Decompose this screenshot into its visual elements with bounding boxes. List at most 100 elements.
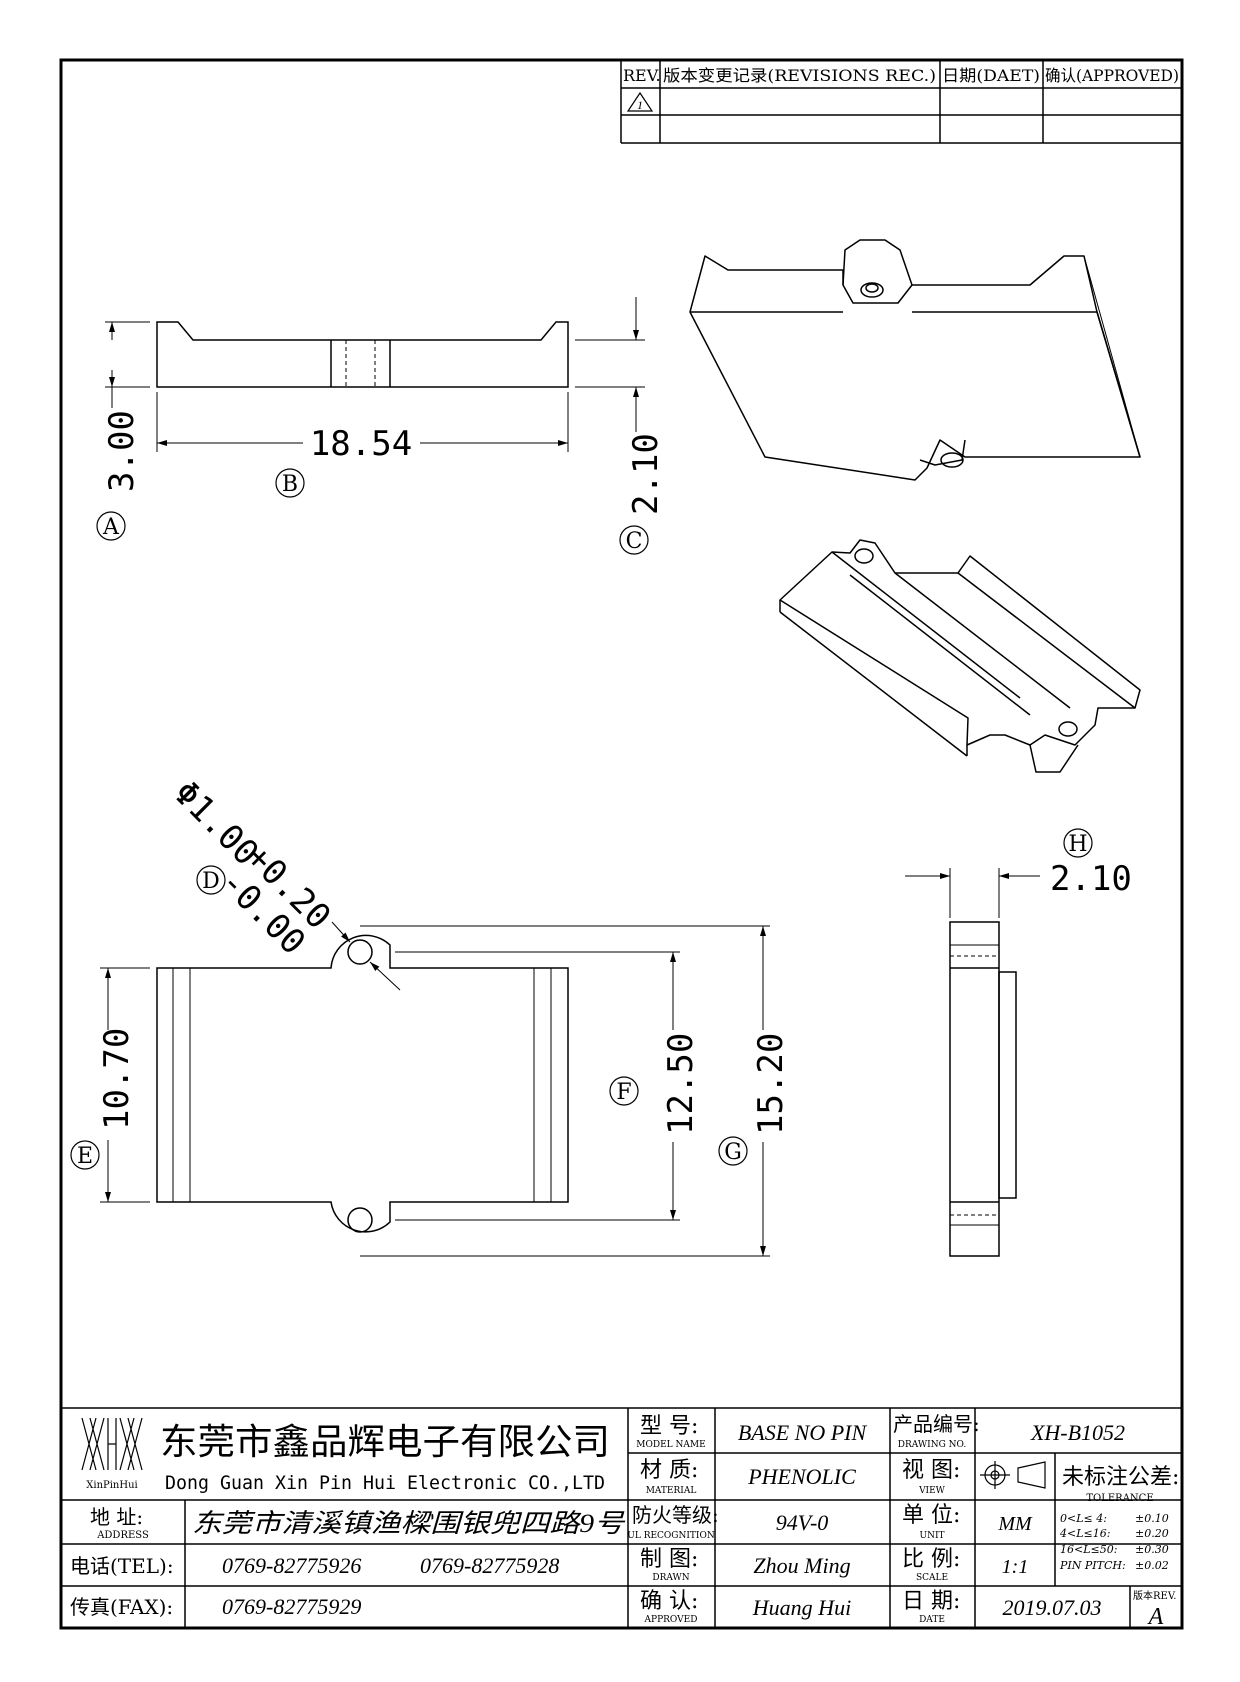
svg-text:F: F bbox=[616, 1080, 631, 1105]
svg-text:16<L≤50:: 16<L≤50: bbox=[1060, 1543, 1117, 1556]
unit-label-en: UNIT bbox=[919, 1531, 944, 1541]
approved-label-en: APPROVED bbox=[644, 1615, 698, 1625]
bottom-hole bbox=[347, 1207, 373, 1233]
dim-e-lines bbox=[100, 967, 150, 1203]
dim-f-value: 12.50 bbox=[661, 1033, 701, 1135]
isometric-view-top bbox=[689, 239, 1141, 481]
svg-text:PIN PITCH:: PIN PITCH: bbox=[1059, 1559, 1126, 1572]
drawn-value: Zhou Ming bbox=[753, 1553, 850, 1578]
date-label-en: DATE bbox=[919, 1615, 945, 1625]
address-label-en: ADDRESS bbox=[96, 1530, 149, 1541]
drawn-label-en: DRAWN bbox=[652, 1573, 689, 1583]
approved-value: Huang Hui bbox=[752, 1595, 851, 1620]
dim-c-balloon: C bbox=[619, 525, 649, 555]
dim-g-balloon: G bbox=[718, 1136, 748, 1166]
dim-e-balloon: E bbox=[70, 1140, 100, 1170]
company-name-en: Dong Guan Xin Pin Hui Electronic CO.,LTD bbox=[165, 1472, 605, 1494]
dim-c-value: 2.10 bbox=[626, 433, 666, 515]
svg-text:0<L≤ 4:: 0<L≤ 4: bbox=[1060, 1512, 1107, 1525]
fax-value: 0769-82775929 bbox=[222, 1594, 361, 1619]
svg-text:±0.02: ±0.02 bbox=[1135, 1559, 1169, 1572]
dim-f-balloon: F bbox=[609, 1076, 639, 1106]
dim-e-value: 10.70 bbox=[97, 1028, 137, 1130]
unit-value: MM bbox=[997, 1513, 1033, 1535]
material-label-en: MATERIAL bbox=[646, 1486, 697, 1496]
revisions-header: 版本变更记录(REVISIONS REC.) bbox=[663, 66, 936, 85]
dim-b-value: 18.54 bbox=[310, 424, 412, 464]
dim-b-balloon: B bbox=[275, 468, 305, 498]
dim-c-lines bbox=[575, 297, 645, 432]
dim-d-balloon: D bbox=[196, 865, 226, 895]
ul-label: 防火等级: bbox=[632, 1503, 719, 1527]
svg-text:1: 1 bbox=[637, 98, 643, 112]
svg-text:4<L≤16:: 4<L≤16: bbox=[1059, 1527, 1110, 1540]
rev-value: A bbox=[1147, 1604, 1164, 1630]
svg-text:±0.10: ±0.10 bbox=[1135, 1512, 1169, 1525]
date-header: 日期(DAET) bbox=[942, 66, 1040, 85]
svg-text:G: G bbox=[724, 1140, 742, 1165]
svg-text:±0.20: ±0.20 bbox=[1135, 1527, 1169, 1540]
scale-label: 比 例: bbox=[902, 1547, 960, 1572]
projection-symbol-icon bbox=[980, 1461, 1046, 1489]
date-label: 日 期: bbox=[902, 1589, 960, 1614]
approved-label: 确 认: bbox=[640, 1589, 698, 1614]
scale-label-en: SCALE bbox=[916, 1573, 948, 1583]
front-view bbox=[156, 321, 569, 388]
model-value: BASE NO PIN bbox=[738, 1420, 868, 1445]
tolerance-title-en: TOLERANCE bbox=[1086, 1493, 1153, 1504]
view-label-en: VIEW bbox=[918, 1486, 946, 1496]
title-block-grid bbox=[61, 1407, 1182, 1628]
drawn-label: 制 图: bbox=[640, 1547, 698, 1572]
tolerance-title: 未标注公差: bbox=[1062, 1465, 1179, 1490]
model-label: 型 号: bbox=[640, 1414, 698, 1439]
isometric-view-bottom bbox=[779, 539, 1141, 773]
dim-h-lines bbox=[905, 868, 1040, 918]
drawing-no-value: XH-B1052 bbox=[1030, 1420, 1125, 1445]
dim-g-lines bbox=[360, 925, 770, 1257]
material-value: PHENOLIC bbox=[747, 1464, 856, 1489]
svg-text:A: A bbox=[102, 515, 120, 540]
rev-label: 版本REV. bbox=[1133, 1589, 1176, 1602]
svg-text:XinPinHui: XinPinHui bbox=[86, 1480, 137, 1491]
svg-text:C: C bbox=[626, 529, 643, 554]
dim-h-balloon: H bbox=[1063, 828, 1093, 858]
tolerance-table: 0<L≤ 4: ±0.10 4<L≤16: ±0.20 16<L≤50: ±0.… bbox=[1059, 1512, 1169, 1572]
dim-d-text: Φ1.00 +0.20 -0.00 bbox=[166, 773, 339, 963]
ul-value: 94V-0 bbox=[776, 1510, 829, 1535]
dim-h-value: 2.10 bbox=[1050, 859, 1132, 899]
scale-value: 1:1 bbox=[1002, 1556, 1029, 1578]
company-name-cn: 东莞市鑫品辉电子有限公司 bbox=[160, 1422, 610, 1463]
dim-d-lines bbox=[331, 921, 401, 991]
dim-a-lines bbox=[105, 321, 150, 408]
address-value: 东莞市清溪镇渔樑围银兜四路9号 bbox=[192, 1509, 626, 1538]
date-value: 2019.07.03 bbox=[1003, 1595, 1102, 1620]
dim-f-lines bbox=[395, 951, 680, 1221]
top-view bbox=[156, 934, 569, 1233]
tel-1: 0769-82775926 bbox=[222, 1553, 361, 1578]
model-label-en: MODEL NAME bbox=[636, 1440, 705, 1450]
revision-table bbox=[620, 60, 1182, 144]
unit-label: 单 位: bbox=[902, 1503, 960, 1528]
dim-g-value: 15.20 bbox=[751, 1033, 791, 1135]
svg-text:B: B bbox=[282, 472, 298, 497]
approved-header: 确认(APPROVED) bbox=[1045, 66, 1179, 85]
svg-text:D: D bbox=[202, 869, 220, 894]
tel-label: 电话(TEL): bbox=[70, 1554, 174, 1578]
view-label: 视 图: bbox=[902, 1458, 960, 1483]
rev-header: REV. bbox=[623, 66, 661, 85]
dim-a-balloon: A bbox=[96, 511, 126, 541]
tel-2: 0769-82775928 bbox=[420, 1553, 559, 1578]
drawing-no-label: 产品编号: bbox=[893, 1412, 980, 1436]
dim-a-value: 3.00 bbox=[102, 410, 142, 492]
material-label: 材 质: bbox=[640, 1458, 698, 1483]
drawing-no-label-en: DRAWING NO. bbox=[898, 1440, 967, 1450]
company-logo: XinPinHui bbox=[81, 1417, 143, 1491]
svg-text:E: E bbox=[77, 1144, 93, 1169]
fax-label: 传真(FAX): bbox=[70, 1595, 173, 1619]
dim-b-lines bbox=[156, 392, 569, 452]
top-hole bbox=[347, 939, 373, 965]
ul-label-en: UL RECOGNITION bbox=[627, 1531, 715, 1541]
svg-text:±0.30: ±0.30 bbox=[1135, 1543, 1169, 1556]
revision-triangle-icon: 1 bbox=[626, 91, 654, 112]
